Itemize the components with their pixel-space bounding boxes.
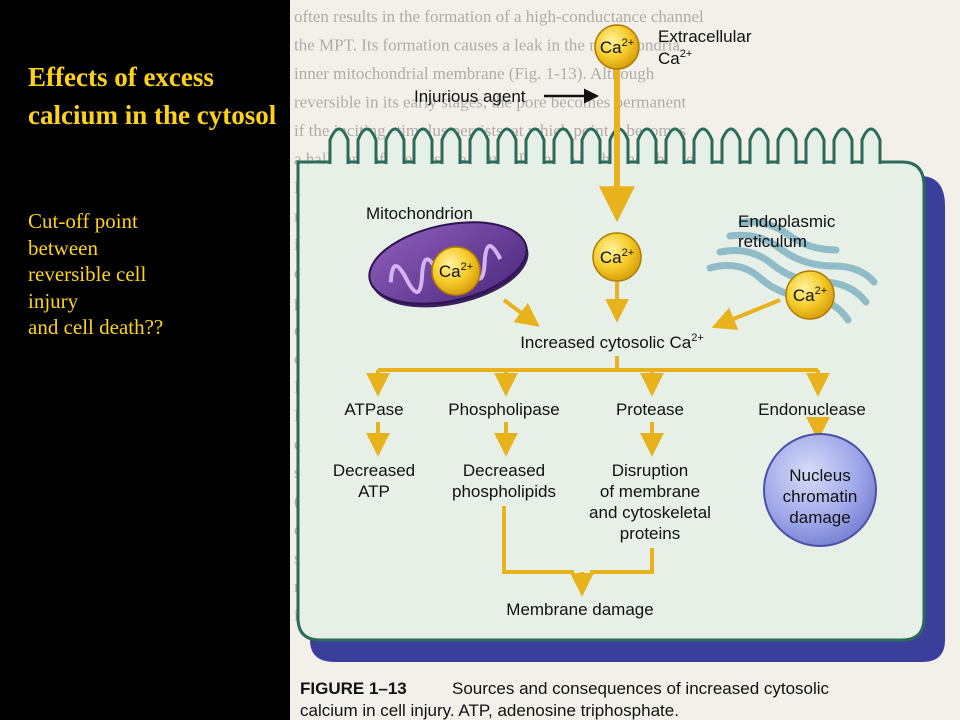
microvillus	[804, 127, 826, 164]
slide-text-panel: Effects of excess calcium in the cytosol…	[0, 0, 290, 720]
microvillus	[832, 127, 854, 164]
label-extracellular-ca: Ca2+	[658, 48, 692, 68]
note-line: between	[28, 235, 98, 260]
calcium-ion-extracellular: Ca2+	[594, 24, 640, 70]
microvillus	[496, 127, 518, 164]
microvillus	[580, 127, 602, 164]
microvilli	[328, 127, 882, 164]
microvillus	[636, 127, 658, 164]
calcium-ion-er: Ca2+	[785, 270, 835, 320]
label-disruption-3: and cytoskeletal	[589, 503, 711, 522]
background-text-line: often results in the formation of a high…	[294, 7, 704, 26]
note-line: reversible cell	[28, 262, 147, 286]
label-atpase: ATPase	[344, 400, 403, 419]
label-nucleus-2: chromatin	[783, 487, 858, 506]
microvillus	[384, 127, 406, 164]
slide-note: Cut-off point between reversible cell in…	[28, 208, 278, 341]
label-phospholipase: Phospholipase	[448, 400, 560, 419]
background-text-line: the MPT. Its formation causes a leak in …	[294, 36, 680, 55]
label-mitochondrion: Mitochondrion	[366, 204, 473, 223]
microvillus	[356, 127, 378, 164]
label-injurious-agent: Injurious agent	[414, 87, 526, 106]
microvillus	[524, 127, 546, 164]
microvillus	[692, 127, 714, 164]
label-decreased-pl-2: phospholipids	[452, 482, 556, 501]
caption-line2: calcium in cell injury. ATP, adenosine t…	[300, 701, 679, 720]
figure-caption: FIGURE 1–13 Sources and consequences of …	[300, 679, 830, 720]
caption-label: FIGURE 1–13	[300, 679, 407, 698]
arrows	[366, 65, 830, 597]
label-decreased-atp-1: Decreased	[333, 461, 415, 480]
microvillus	[776, 127, 798, 164]
label-decreased-pl-1: Decreased	[463, 461, 545, 480]
caption-line1: Sources and consequences of increased cy…	[452, 679, 830, 698]
note-line: and cell death??	[28, 315, 164, 339]
microvillus	[720, 127, 742, 164]
nucleus	[763, 433, 877, 547]
label-disruption-2: of membrane	[600, 482, 700, 501]
calcium-ion-cytosol: Ca2+	[592, 232, 642, 282]
microvillus	[860, 127, 882, 164]
microvillus	[468, 127, 490, 164]
label-endonuclease: Endonuclease	[758, 400, 866, 419]
calcium-diagram: often results in the formation of a high…	[294, 7, 945, 720]
microvillus	[440, 127, 462, 164]
label-nucleus-3: damage	[789, 508, 850, 527]
microvillus	[328, 127, 350, 164]
label-disruption-1: Disruption	[612, 461, 689, 480]
label-protease: Protease	[616, 400, 684, 419]
figure-panel: often results in the formation of a high…	[290, 0, 960, 720]
svg-text:Ca2+: Ca2+	[600, 247, 634, 267]
svg-text:Ca2+: Ca2+	[793, 285, 827, 305]
note-line: Cut-off point	[28, 209, 138, 233]
label-disruption-4: proteins	[620, 524, 680, 543]
note-line: injury	[28, 288, 79, 313]
svg-text:Ca2+: Ca2+	[439, 261, 473, 281]
microvillus	[552, 127, 574, 164]
microvillus	[664, 127, 686, 164]
label-extracellular: Extracellular	[658, 27, 752, 46]
label-er-line1: Endoplasmic	[738, 212, 836, 231]
label-membrane-damage: Membrane damage	[506, 600, 653, 619]
calcium-ion-mitochondrion: Ca2+	[431, 246, 481, 296]
microvillus	[748, 127, 770, 164]
label-nucleus-1: Nucleus	[789, 466, 850, 485]
label-er-line2: reticulum	[738, 232, 807, 251]
label-decreased-atp-2: ATP	[358, 482, 390, 501]
microvillus	[412, 127, 434, 164]
background-text-line: inner mitochondrial membrane (Fig. 1-13)…	[294, 64, 655, 83]
slide-title: Effects of excess calcium in the cytosol	[28, 62, 277, 130]
label-increased-cytosolic-ca: Increased cytosolic Ca2+	[520, 332, 704, 352]
svg-text:Ca2+: Ca2+	[600, 37, 634, 57]
